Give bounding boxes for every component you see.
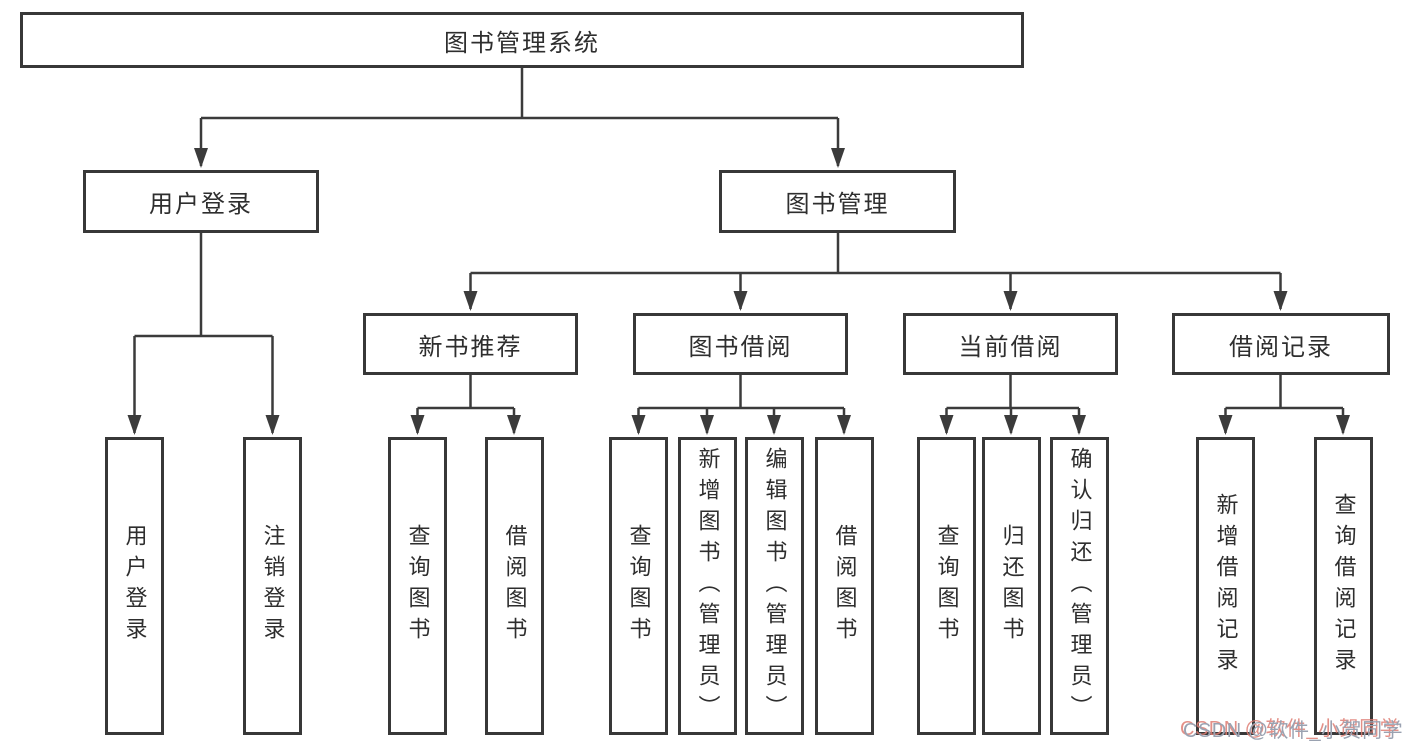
leaf-label: 新增借阅记录 [1213, 493, 1239, 679]
leaf-label: 查询借阅记录 [1331, 493, 1357, 679]
node-label: 新书推荐 [418, 333, 523, 361]
node-user-login: 用户登录 [83, 170, 319, 233]
watermark: CSDN @软件_小贺同学 [1183, 720, 1404, 742]
leaf-recommend-borrow-book: 借阅图书 [485, 437, 544, 735]
node-current-borrowing: 当前借阅 [903, 313, 1118, 375]
leaf-login-user-login: 用户登录 [105, 437, 164, 735]
leaf-label: 新增图书（管理员） [695, 446, 721, 726]
node-label: 用户登录 [149, 191, 253, 218]
leaf-current-confirm-return-admin: 确认归还（管理员） [1050, 437, 1109, 735]
node-library-system: 图书管理系统 [20, 12, 1024, 68]
leaf-borrow-borrow-book: 借阅图书 [815, 437, 874, 735]
leaf-current-return-book: 归还图书 [982, 437, 1041, 735]
leaf-label: 确认归还（管理员） [1067, 446, 1093, 726]
leaf-records-add-record: 新增借阅记录 [1196, 437, 1255, 735]
node-label: 图书借阅 [688, 333, 793, 361]
leaf-borrow-query-book: 查询图书 [609, 437, 668, 735]
node-book-borrowing: 图书借阅 [633, 313, 848, 375]
node-label: 图书管理系统 [444, 29, 600, 57]
leaf-label: 查询图书 [626, 524, 652, 648]
leaf-current-query-book: 查询图书 [917, 437, 976, 735]
leaf-label: 用户登录 [122, 524, 148, 648]
leaf-recommend-query-book: 查询图书 [388, 437, 447, 735]
node-book-management: 图书管理 [719, 170, 956, 233]
leaf-records-query-record: 查询借阅记录 [1314, 437, 1373, 735]
leaf-borrow-edit-book-admin: 编辑图书（管理员） [745, 437, 804, 735]
leaf-label: 借阅图书 [832, 524, 858, 648]
leaf-label: 归还图书 [999, 524, 1025, 648]
leaf-login-logout: 注销登录 [243, 437, 302, 735]
leaf-label: 注销登录 [260, 524, 286, 648]
node-new-book-recommend: 新书推荐 [363, 313, 578, 375]
leaf-label: 查询图书 [405, 524, 431, 648]
node-borrowing-records: 借阅记录 [1172, 313, 1390, 375]
leaf-borrow-add-book-admin: 新增图书（管理员） [678, 437, 737, 735]
leaf-label: 编辑图书（管理员） [762, 446, 788, 726]
leaf-label: 查询图书 [934, 524, 960, 648]
leaf-label: 借阅图书 [502, 524, 528, 648]
node-label: 当前借阅 [958, 333, 1063, 361]
node-label: 借阅记录 [1229, 333, 1333, 361]
node-label: 图书管理 [785, 191, 890, 218]
